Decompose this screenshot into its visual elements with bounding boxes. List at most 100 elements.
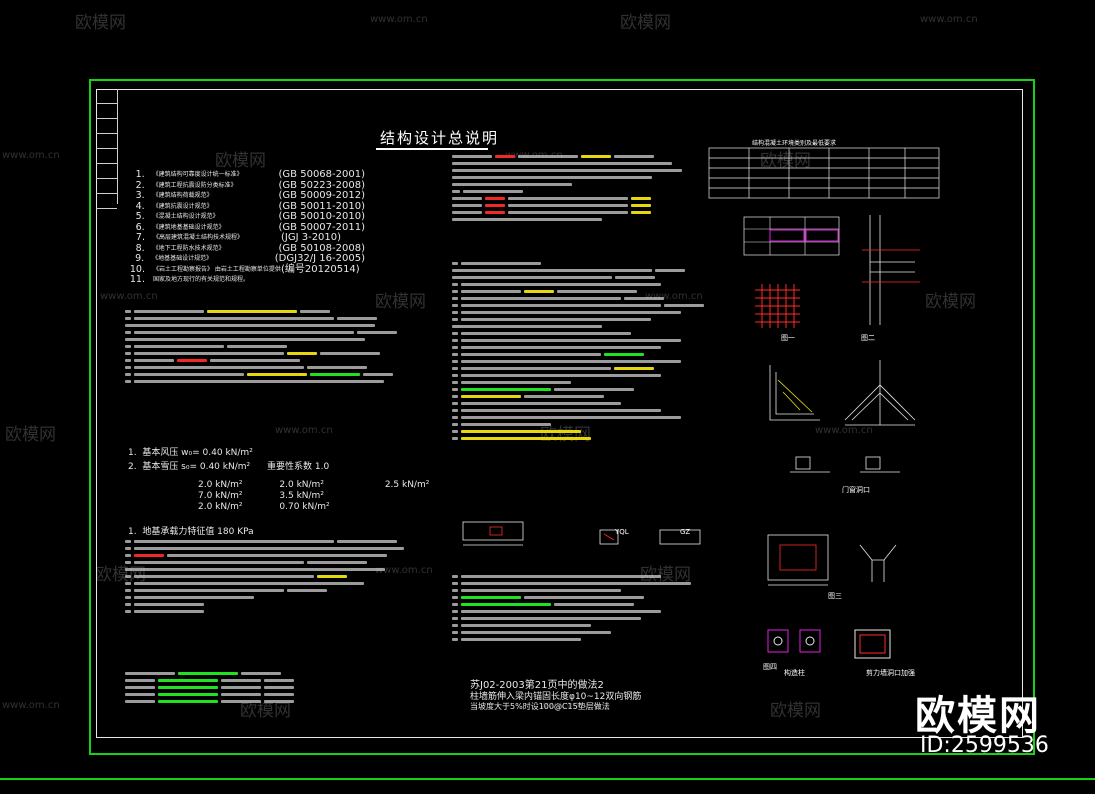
watermark-url: www.om.cn: [540, 700, 598, 711]
note-line: [125, 679, 355, 686]
note-line: [125, 373, 435, 380]
note-line: [452, 437, 707, 444]
note-line: [125, 596, 440, 603]
code-list: 1.《建筑结构可靠度设计统一标准》(GB 50068-2001)2.《建筑工程抗…: [125, 169, 365, 286]
code-list-item: 10.《岩土工程勘察报告》 由岩土工程勘察单位提供(编号20120514): [125, 263, 365, 276]
code-number: 8.: [135, 242, 145, 254]
note-line: [452, 402, 707, 409]
note-line: [452, 589, 712, 596]
watermark: 欧模网: [620, 13, 671, 33]
environment-table: [708, 147, 940, 199]
note-line: [452, 624, 712, 631]
note-line: [125, 672, 355, 679]
opening-detail: [767, 534, 897, 586]
code-title: 《建筑结构荷载规范》: [152, 192, 213, 199]
code-title: 国家及地方现行的有关规范和规程。: [153, 276, 250, 283]
column-section-detail: [790, 456, 900, 473]
watermark: 欧模网: [925, 292, 976, 312]
table-title: 结构混凝土环境类别及最低要求: [752, 140, 837, 147]
asset-id: ID:2599536: [920, 733, 1049, 758]
watermark: 欧模网: [770, 701, 821, 721]
note-line: [452, 211, 702, 218]
note-line: [452, 176, 702, 183]
code-number: 11.: [129, 274, 145, 285]
code-list-item: 3.《建筑结构荷载规范》(GB 50009-2012): [125, 190, 365, 202]
atlas-reference: 苏J02-2003第21页中的做法2: [470, 680, 604, 691]
code-title: 《岩土工程勘察报告》 由岩土工程勘察单位提供: [153, 265, 281, 273]
load-line-3: 2.0 kN/m² 2.0 kN/m² 2.5 kN/m²: [198, 480, 429, 490]
note-line: [452, 297, 707, 304]
watermark-url: www.om.cn: [370, 14, 428, 25]
note-line: [125, 686, 355, 693]
note-line: [452, 283, 707, 290]
note-line: [452, 575, 712, 582]
note-line: [452, 325, 707, 332]
code-number: 6.: [135, 221, 145, 233]
note-line: [125, 352, 435, 359]
code-standard: (编号20120514): [281, 263, 360, 275]
rebar-anchor-note: 柱墙筋伸入梁内锚固长度φ10~12双向钢筋: [470, 692, 642, 702]
note-line: [452, 610, 712, 617]
code-list-item: 9.《地基基础设计规范》(DGJ32/J 16-2005): [125, 253, 365, 265]
watermark-url: www.om.cn: [275, 425, 333, 436]
masonry-notes-block: [452, 575, 712, 645]
figure-caption-6: 图四: [763, 663, 777, 671]
note-line: [452, 197, 702, 204]
load-line-5: 2.0 kN/m² 0.70 kN/m²: [198, 502, 330, 512]
watermark-url: www.om.cn: [2, 150, 60, 161]
code-standard: (GB 50223-2008): [278, 179, 365, 191]
live-load-a: 2.0 kN/m²: [198, 480, 243, 490]
code-title: 《建筑抗震设计规范》: [152, 202, 213, 210]
note-line: [125, 589, 440, 596]
note-line: [452, 318, 707, 325]
watermark-url: www.om.cn: [100, 291, 158, 302]
note-line: [452, 190, 702, 197]
material-notes-block: [452, 155, 702, 225]
figure-caption-2: 图二: [861, 334, 875, 342]
general-notes-block: [125, 310, 435, 387]
title-block-strip: [96, 89, 118, 209]
note-line: [125, 331, 435, 338]
note-line: [452, 269, 707, 276]
code-list-item: 4.《建筑抗震设计规范》(GB 50011-2010): [125, 201, 365, 213]
gz-label: GZ: [680, 528, 691, 536]
note-line: [125, 561, 440, 568]
note-line: [452, 353, 707, 360]
beam-joint-detail: [862, 215, 920, 325]
note-line: [452, 346, 707, 353]
watermark: 欧模网: [640, 565, 691, 585]
code-number: 9.: [135, 253, 145, 264]
watermark-url: www.om.cn: [645, 291, 703, 302]
corner-rebar-detail: [769, 360, 916, 426]
code-number: 1.: [135, 169, 145, 180]
code-title: 《高层建筑混凝土结构技术规程》: [153, 234, 244, 241]
code-standard: (GB 50108-2008): [278, 242, 365, 254]
note-line: [452, 276, 707, 283]
note-line: [452, 582, 712, 589]
note-line: [452, 290, 707, 297]
watermark-url: www.om.cn: [2, 700, 60, 711]
note-line: [452, 603, 712, 610]
viewport-divider: [0, 778, 1095, 780]
note-line: [452, 409, 707, 416]
note-line: [452, 388, 707, 395]
load-line-2: 2. 基本雪压 s₀= 0.40 kN/m² 重要性系数 1.0: [128, 462, 330, 472]
code-list-item: 11. 国家及地方现行的有关规范和规程。: [125, 274, 365, 286]
note-line: [125, 345, 435, 352]
watermark: 欧模网: [760, 151, 811, 171]
note-line: [452, 395, 707, 402]
note-line: [125, 610, 440, 617]
figure-caption-1: 图一: [781, 334, 795, 342]
note-line: [452, 617, 712, 624]
bearing-value: 地基承载力特征值 180 KPa: [142, 527, 254, 537]
note-line: [125, 603, 440, 610]
code-title: 《建筑工程抗震设防分类标准》: [152, 181, 237, 189]
note-line: [452, 374, 707, 381]
live-load-f: 2.0 kN/m²: [198, 502, 243, 512]
code-number: 7.: [135, 232, 145, 243]
note-line: [125, 568, 440, 575]
note-line: [125, 324, 435, 331]
live-load-e: 3.5 kN/m²: [279, 491, 324, 501]
